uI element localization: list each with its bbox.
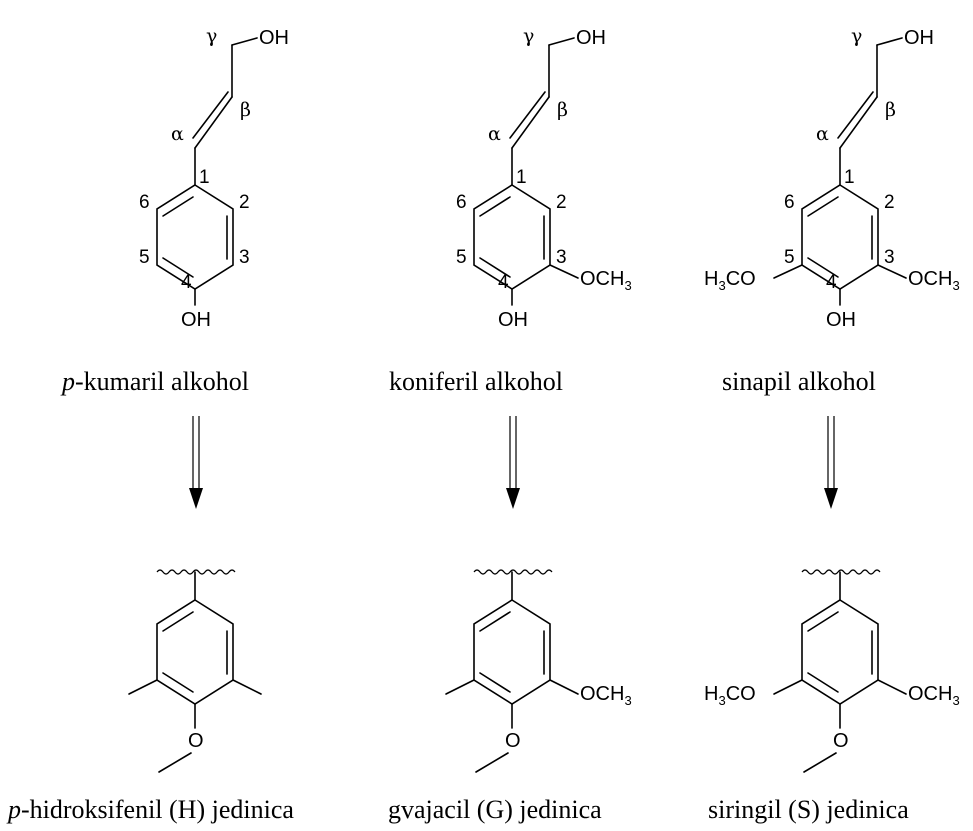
beta-label: β [240, 99, 251, 121]
o-label: O [505, 730, 521, 752]
gamma-label: γ [523, 25, 534, 47]
unit-h: O [128, 569, 262, 773]
o-label: O [188, 730, 204, 752]
pos-6: 6 [456, 192, 467, 213]
alpha-label: α [488, 123, 501, 145]
pos-2: 2 [556, 192, 567, 213]
pos-4: 4 [181, 272, 192, 293]
pos-6: 6 [139, 192, 150, 213]
arrow-2 [506, 416, 520, 509]
arrow-1 [189, 416, 203, 509]
pos-4: 4 [498, 272, 509, 293]
caption-unit-s: siringil (S) jedinica [708, 795, 909, 824]
monomer-p-coumaryl: OH γ β α 1 2 3 4 5 6 OH [139, 25, 289, 331]
och3-label: OCH3 [908, 683, 960, 708]
pos-2: 2 [884, 192, 895, 213]
oh-label: OH [259, 27, 289, 49]
oh-label: OH [826, 309, 856, 331]
pos-5: 5 [784, 247, 795, 268]
gamma-label: γ [206, 25, 217, 47]
caption-coniferyl: koniferil alkohol [389, 367, 563, 396]
pos-1: 1 [844, 167, 855, 188]
caption-unit-g: gvajacil (G) jedinica [388, 795, 602, 824]
pos-1: 1 [516, 167, 527, 188]
pos-6: 6 [784, 192, 795, 213]
unit-g: OCH3 O [445, 569, 632, 773]
pos-3: 3 [239, 247, 250, 268]
oh-label: OH [576, 27, 606, 49]
alpha-label: α [816, 123, 829, 145]
o-label: O [833, 730, 849, 752]
beta-label: β [557, 99, 568, 121]
caption-p-coumaryl: p-kumaril alkohol [60, 367, 249, 396]
och3-label: OCH3 [580, 268, 632, 293]
pos-3: 3 [556, 247, 567, 268]
oh-label: OH [181, 309, 211, 331]
unit-s: OCH3 H3CO O [704, 569, 960, 773]
h3co-label: H3CO [704, 683, 756, 708]
pos-1: 1 [199, 167, 210, 188]
pos-5: 5 [139, 247, 150, 268]
pos-4: 4 [826, 272, 837, 293]
arrow-3 [824, 416, 838, 509]
alpha-label: α [171, 123, 184, 145]
monomer-sinapyl: OH γ β α 1 2 3 4 5 6 OCH3 H3CO OH [704, 25, 960, 331]
pos-5: 5 [456, 247, 467, 268]
och3-label: OCH3 [580, 683, 632, 708]
oh-label: OH [904, 27, 934, 49]
beta-label: β [885, 99, 896, 121]
oh-label: OH [498, 309, 528, 331]
pos-3: 3 [884, 247, 895, 268]
caption-sinapyl: sinapil alkohol [722, 367, 876, 396]
monomer-coniferyl: OH γ β α 1 2 3 4 5 6 OCH3 OH [456, 25, 632, 331]
gamma-label: γ [851, 25, 862, 47]
caption-unit-h: p-hidroksifenil (H) jedinica [6, 795, 294, 824]
pos-2: 2 [239, 192, 250, 213]
h3co-label: H3CO [704, 268, 756, 293]
och3-label: OCH3 [908, 268, 960, 293]
